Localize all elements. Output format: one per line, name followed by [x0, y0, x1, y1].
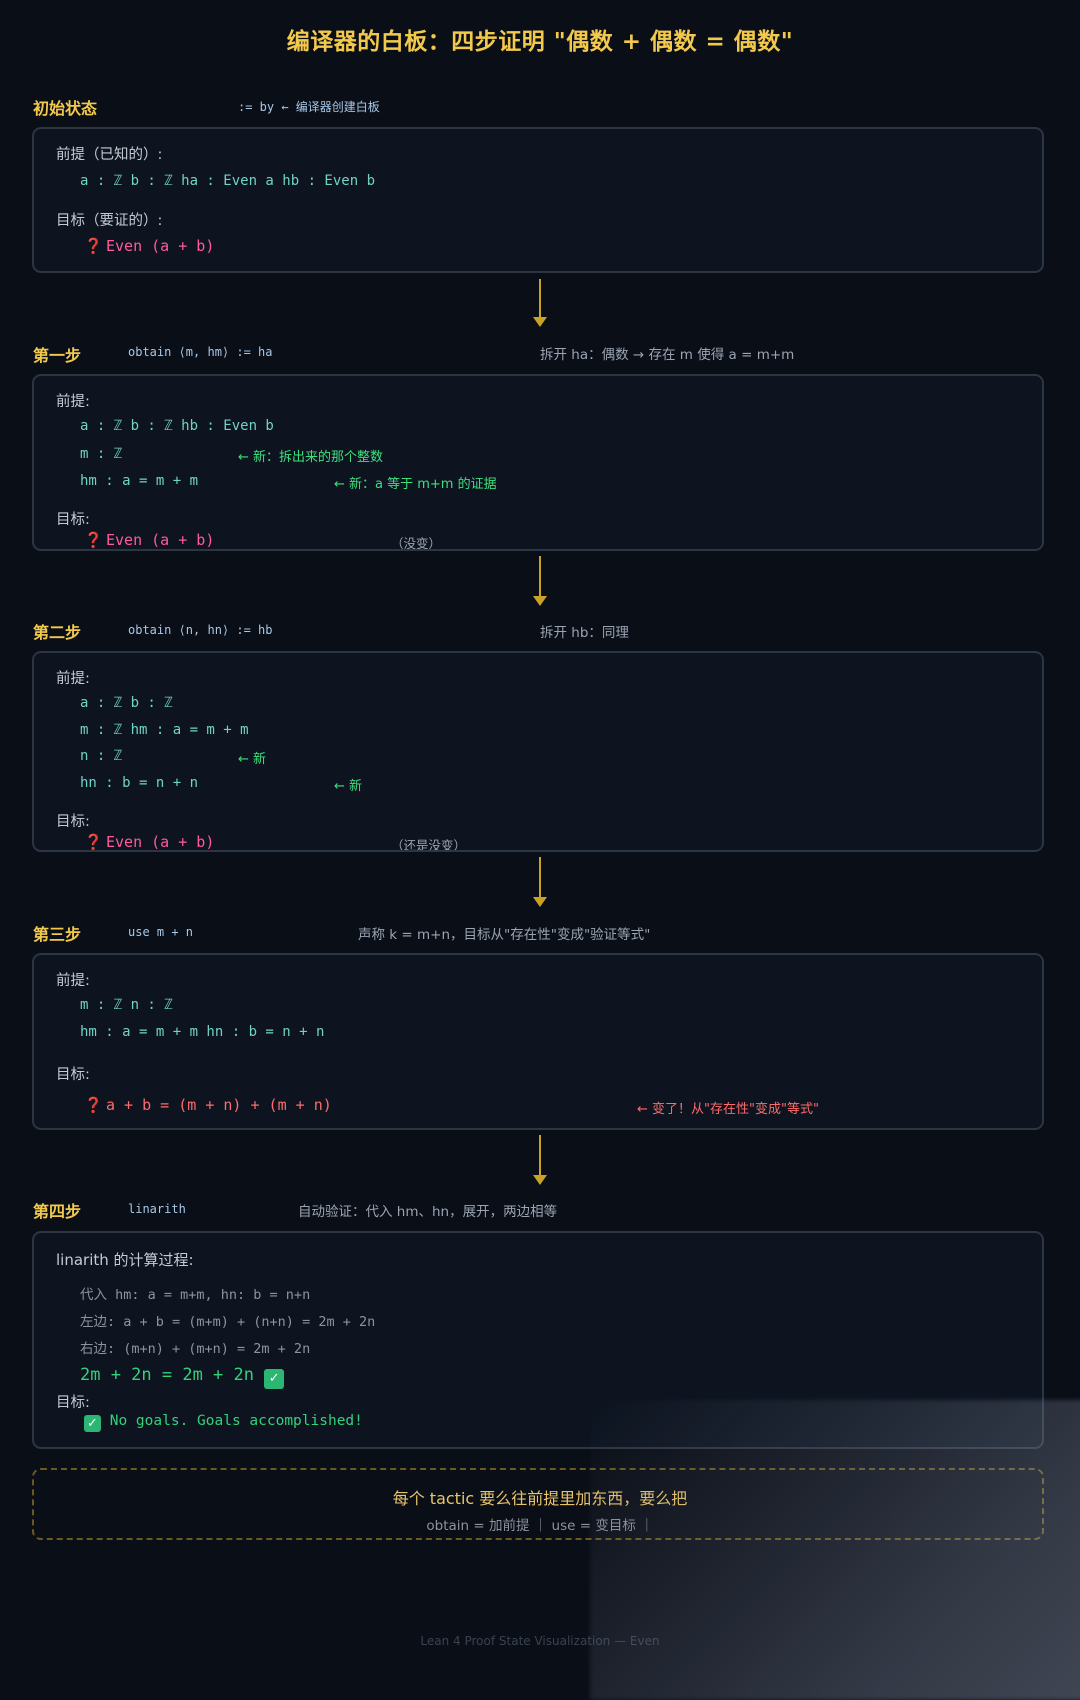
step1-card: 前提: a : ℤ b : ℤ hb : Even b m : ℤ ← 新：拆出…	[32, 374, 1044, 551]
calc-line: 右边: (m+n) + (m+n) = 2m + 2n	[80, 1341, 311, 1357]
calc-header: linarith 的计算过程:	[56, 1251, 194, 1269]
step1-label: 第一步	[33, 346, 82, 365]
step2-desc: 拆开 hb：同理	[540, 625, 629, 641]
check-icon: ✓	[264, 1369, 285, 1389]
hypothesis-line: m : ℤ hm : a = m + m	[80, 722, 249, 738]
goal-note: （没变）	[391, 536, 442, 551]
goal-text: Even (a + b)	[106, 833, 215, 851]
summary-box: 每个 tactic 要么往前提里加东西，要么把 obtain = 加前提 ｜ u…	[32, 1468, 1044, 1540]
question-icon: ❓	[84, 237, 103, 255]
summary-sub: obtain = 加前提 ｜ use = 变目标 ｜	[426, 1518, 654, 1534]
calc-result: 2m + 2n = 2m + 2n ✓	[80, 1365, 285, 1389]
new-note: ← 新	[238, 752, 267, 767]
result-text: 2m + 2n = 2m + 2n	[80, 1365, 254, 1385]
step1-desc: 拆开 ha：偶数 → 存在 m 使得 a = m+m	[540, 347, 795, 363]
question-icon: ❓	[84, 531, 103, 549]
hypothesis-line: m : ℤ n : ℤ	[80, 997, 173, 1013]
goal-note: （还是没变）	[391, 838, 467, 852]
goal-text: Even (a + b)	[106, 237, 215, 255]
goal-line: ❓a + b = (m + n) + (m + n)	[84, 1096, 332, 1114]
summary-main: 每个 tactic 要么往前提里加东西，要么把	[392, 1489, 688, 1508]
check-icon: ✓	[84, 1415, 101, 1432]
step1-code: obtain ⟨m, hm⟩ := ha	[128, 345, 273, 359]
changed-note: ← 变了！从"存在性"变成"等式"	[637, 1102, 819, 1117]
step4-desc: 自动验证：代入 hm、hn，展开，两边相等	[298, 1204, 558, 1220]
init-label: 初始状态	[33, 99, 98, 118]
page-title: 编译器的白板：四步证明 "偶数 + 偶数 = 偶数"	[286, 29, 794, 55]
goal-text: Even (a + b)	[106, 531, 215, 549]
question-icon: ❓	[84, 1096, 103, 1114]
goal-header: 目标（要证的）:	[56, 213, 163, 229]
step3-label: 第三步	[33, 925, 82, 944]
arrow-down-icon	[533, 556, 547, 608]
hypothesis-line: n : ℤ	[80, 748, 123, 764]
footer: Lean 4 Proof State Visualization — Even	[420, 1634, 660, 1648]
goal-line: ✓ No goals. Goals accomplished!	[84, 1413, 363, 1432]
step2-code: obtain ⟨n, hn⟩ := hb	[128, 623, 273, 637]
hypothesis-line: a : ℤ b : ℤ hb : Even b	[80, 418, 274, 434]
step3-code: use m + n	[128, 925, 194, 939]
goal-line: ❓Even (a + b)	[84, 237, 214, 255]
goal-header: 目标:	[56, 1067, 90, 1083]
hypothesis-line: m : ℤ	[80, 446, 123, 462]
arrow-down-icon	[533, 1135, 547, 1187]
step2-card: 前提: a : ℤ b : ℤ m : ℤ hm : a = m + m n :…	[32, 651, 1044, 852]
goal-header: 目标:	[56, 1395, 90, 1411]
hypothesis-line: a : ℤ b : ℤ	[80, 695, 173, 711]
goal-header: 目标:	[56, 814, 90, 830]
step4-label: 第四步	[33, 1202, 82, 1221]
arrow-down-icon	[533, 857, 547, 909]
step2-label: 第二步	[33, 623, 82, 642]
goal-text: No goals. Goals accomplished!	[109, 1413, 363, 1429]
premise-header: 前提:	[56, 973, 90, 989]
step4-card: linarith 的计算过程: 代入 hm: a = m+m, hn: b = …	[32, 1231, 1044, 1449]
init-code: := by ← 编译器创建白板	[238, 100, 380, 114]
new-note: ← 新：拆出来的那个整数	[238, 450, 384, 465]
question-icon: ❓	[84, 833, 103, 851]
premise-header: 前提:	[56, 394, 90, 410]
init-card: 前提（已知的）: a : ℤ b : ℤ ha : Even a hb : Ev…	[32, 127, 1044, 273]
arrow-down-icon	[533, 279, 547, 329]
premise-header: 前提（已知的）:	[56, 147, 163, 163]
hypothesis-line: hm : a = m + m hn : b = n + n	[80, 1024, 325, 1040]
step3-desc: 声称 k = m+n，目标从"存在性"变成"验证等式"	[358, 927, 651, 943]
step4-code: linarith	[128, 1202, 186, 1216]
new-note: ← 新	[334, 779, 363, 794]
step3-card: 前提: m : ℤ n : ℤ hm : a = m + m hn : b = …	[32, 953, 1044, 1130]
calc-line: 左边: a + b = (m+m) + (n+n) = 2m + 2n	[80, 1314, 376, 1330]
goal-header: 目标:	[56, 512, 90, 528]
calc-line: 代入 hm: a = m+m, hn: b = n+n	[80, 1287, 311, 1303]
premise-header: 前提:	[56, 671, 90, 687]
goal-text: a + b = (m + n) + (m + n)	[106, 1096, 332, 1114]
new-note: ← 新：a 等于 m+m 的证据	[334, 477, 497, 492]
goal-line: ❓Even (a + b)	[84, 833, 215, 851]
hypothesis-line: hn : b = n + n	[80, 775, 199, 791]
goal-line: ❓Even (a + b)	[84, 531, 214, 549]
hypotheses: a : ℤ b : ℤ ha : Even a hb : Even b	[80, 173, 376, 189]
hypothesis-line: hm : a = m + m	[80, 473, 199, 489]
